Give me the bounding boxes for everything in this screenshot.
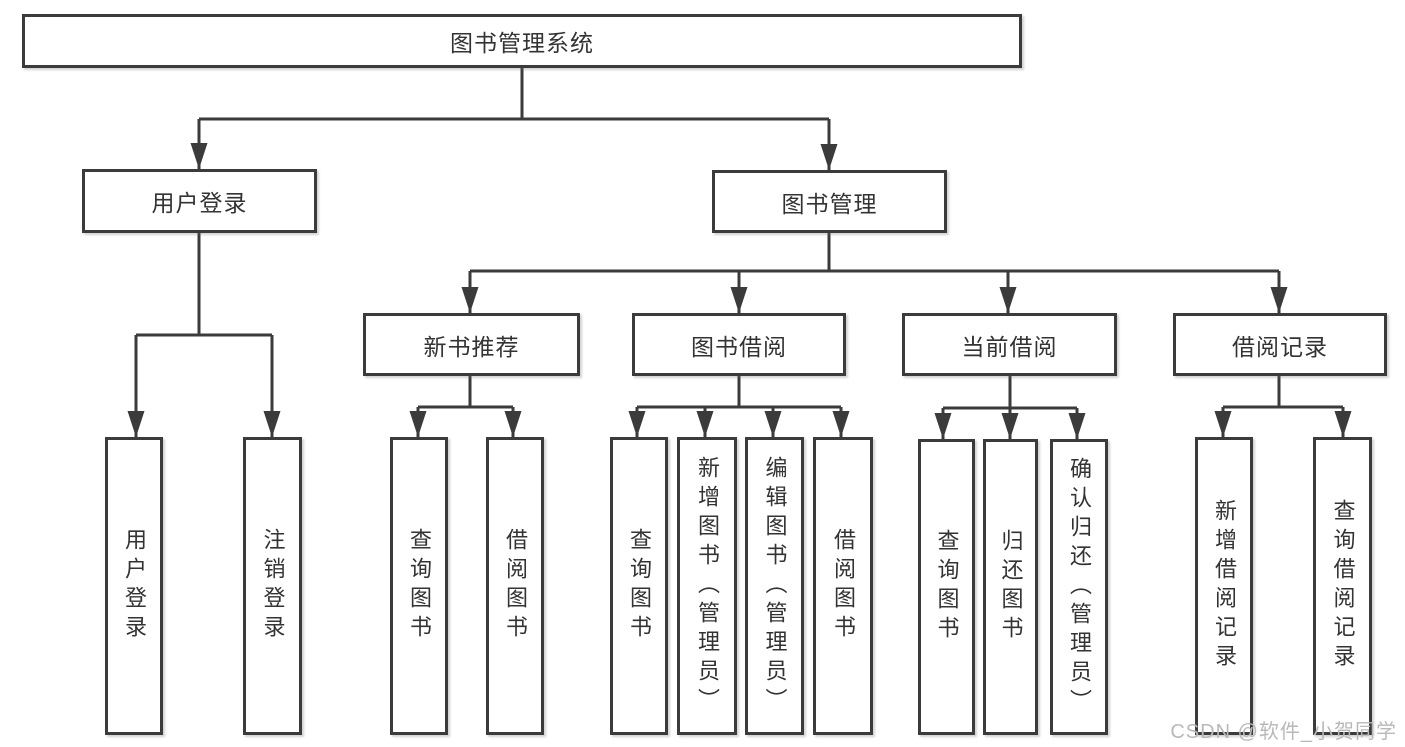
leaf-return-books: 归还图书 [983, 439, 1038, 735]
leaf-query-books-recommendation: 查询图书 [390, 437, 448, 735]
leaf-query-borrow-record: 查询借阅记录 [1313, 437, 1372, 735]
leaf-add-books-admin: 新增图书（管理员） [677, 437, 737, 735]
leaf-add-borrow-record: 新增借阅记录 [1195, 437, 1253, 735]
node-current-borrowing: 当前借阅 [902, 313, 1117, 376]
leaf-user-login: 用户登录 [105, 437, 163, 735]
csdn-watermark: CSDN @软件_小贺同学 [1170, 721, 1397, 743]
tree-branch-lines [136, 67, 1343, 410]
leaf-logout: 注销登录 [243, 437, 302, 735]
node-user-login: 用户登录 [82, 169, 317, 233]
leaf-query-books-borrowing: 查询图书 [610, 437, 668, 735]
node-new-book-recommendation: 新书推荐 [363, 313, 580, 376]
node-book-borrowing: 图书借阅 [632, 313, 846, 376]
leaf-query-books-current: 查询图书 [918, 439, 975, 735]
leaf-borrow-books: 借阅图书 [813, 437, 873, 735]
leaf-confirm-return-admin: 确认归还（管理员） [1050, 439, 1108, 735]
leaf-borrow-books-recommendation: 借阅图书 [486, 437, 544, 735]
leaf-edit-books-admin: 编辑图书（管理员） [745, 437, 804, 735]
node-borrowing-records: 借阅记录 [1173, 313, 1387, 376]
node-library-management-system: 图书管理系统 [22, 14, 1022, 68]
node-book-management: 图书管理 [712, 170, 947, 233]
